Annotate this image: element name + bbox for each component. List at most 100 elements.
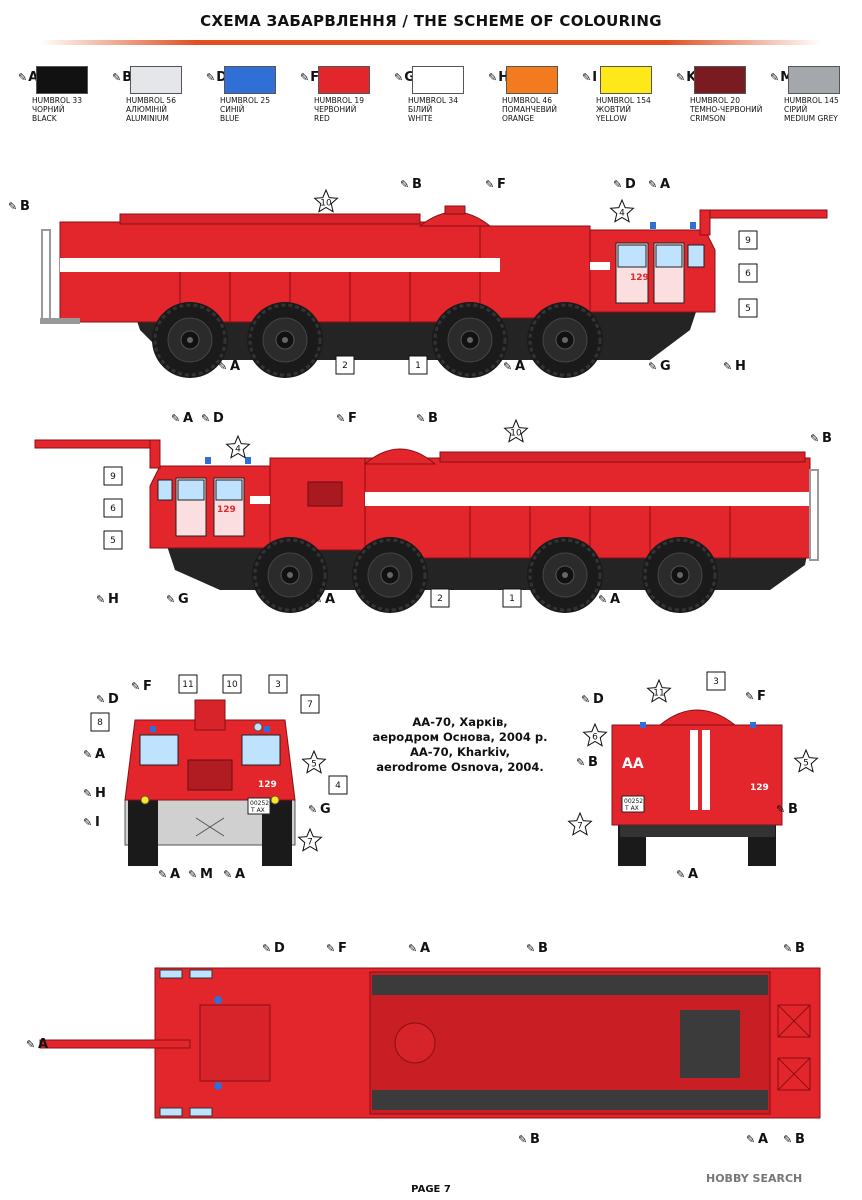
swatch-letter: F xyxy=(300,70,319,85)
pen-icon: ✎ xyxy=(408,942,417,955)
caption-line-2: аеродром Основа, 2004 р. xyxy=(372,730,548,744)
numbered-star: 7 xyxy=(297,827,323,852)
front-plate-bottom: Т АХ xyxy=(250,807,265,814)
callout-letter-g: G xyxy=(320,802,331,817)
paint-name-en: ORANGE xyxy=(502,114,535,123)
paint-code: HUMBROL 25 xyxy=(220,96,270,105)
callout-letter-m: M xyxy=(200,867,213,882)
pen-icon: ✎ xyxy=(416,412,425,425)
callout-number: 4 xyxy=(235,445,241,455)
numbered-box: 9 xyxy=(738,230,758,250)
pen-icon: ✎ xyxy=(783,1133,792,1146)
caption-line-3: AA-70, Kharkiv, xyxy=(410,745,510,759)
pen-icon: ✎ xyxy=(518,1133,527,1146)
numbered-star: 11 xyxy=(646,678,672,703)
callout-letter-a: A xyxy=(688,867,698,882)
pen-icon: ✎ xyxy=(223,868,232,881)
callout-number: 8 xyxy=(97,718,103,728)
callout-number: 5 xyxy=(311,760,317,770)
front-number: 129 xyxy=(258,780,277,790)
pen-icon: ✎ xyxy=(810,432,819,445)
callout-number: 10 xyxy=(226,680,238,690)
callout-letter-d: D xyxy=(625,177,636,192)
paint-name-en: CRIMSON xyxy=(690,114,726,123)
numbered-box: 5 xyxy=(738,298,758,318)
rear-number: 129 xyxy=(750,783,769,793)
paint-name-en: MEDIUM GREY xyxy=(784,114,838,123)
pen-icon: ✎ xyxy=(723,360,732,373)
numbered-box: 7 xyxy=(300,694,320,714)
paint-code: HUMBROL 154 xyxy=(596,96,651,105)
callout-letter-g: G xyxy=(660,359,671,374)
watermark: HOBBY SEARCH xyxy=(706,1172,803,1185)
numbered-box: 6 xyxy=(738,263,758,283)
callout-letter-b: B xyxy=(530,1132,540,1147)
callout-letter-b: B xyxy=(538,941,548,956)
callout-letter-f: F xyxy=(338,941,347,956)
callout-number: 10 xyxy=(510,429,522,439)
page-title: СХЕМА ЗАБАРВЛЕННЯ / THE SCHEME OF COLOUR… xyxy=(200,12,662,30)
numbered-star: 6 xyxy=(582,722,608,747)
callout-number: 7 xyxy=(307,700,313,710)
numbered-box: 5 xyxy=(103,530,123,550)
top-view xyxy=(39,967,821,1119)
numbered-box: 8 xyxy=(90,712,110,732)
numbered-star: 4 xyxy=(225,434,251,459)
callout-letter-a: A xyxy=(660,177,670,192)
callout-letter-b: B xyxy=(588,755,598,770)
colour-chip xyxy=(130,66,182,94)
callout-letter-a: A xyxy=(610,592,620,607)
callout-number: 5 xyxy=(803,759,809,769)
callout-letter-a: A xyxy=(515,359,525,374)
paint-code: HUMBROL 34 xyxy=(408,96,458,105)
side-view-right: 129 xyxy=(40,205,828,380)
callout-letters: ✎B✎B✎F✎D✎A✎A✎A✎G✎H✎A✎D✎F✎B✎B✎H✎G✎A✎A✎D✎F… xyxy=(8,177,832,1147)
numbered-box: 2 xyxy=(335,355,355,375)
pen-icon: ✎ xyxy=(83,748,92,761)
pen-icon: ✎ xyxy=(485,178,494,191)
numbered-star: 7 xyxy=(567,811,593,836)
callout-number: 2 xyxy=(342,361,348,371)
numbered-box: 3 xyxy=(268,674,288,694)
pen-icon: ✎ xyxy=(576,756,585,769)
paint-code: HUMBROL 19 xyxy=(314,96,364,105)
colour-chip xyxy=(36,66,88,94)
rear-plate-bottom: Т АХ xyxy=(624,805,639,812)
pen-icon: ✎ xyxy=(131,680,140,693)
colour-chip xyxy=(318,66,370,94)
callout-letter-f: F xyxy=(497,177,506,192)
callout-letter-a: A xyxy=(420,941,430,956)
callout-letter-b: B xyxy=(412,177,422,192)
callout-number: 2 xyxy=(437,594,443,604)
callout-number: 9 xyxy=(745,236,751,246)
numbered-box: 4 xyxy=(328,775,348,795)
pen-icon: ✎ xyxy=(503,360,512,373)
callout-letter-h: H xyxy=(95,786,106,801)
pen-icon: ✎ xyxy=(188,868,197,881)
paint-name-ua: СИНІЙ xyxy=(220,105,245,114)
pen-icon: ✎ xyxy=(581,693,590,706)
pen-icon: ✎ xyxy=(83,816,92,829)
swatch-letter: K xyxy=(676,70,696,85)
callout-number: 5 xyxy=(110,536,116,546)
callout-letter-f: F xyxy=(757,689,766,704)
colour-chip xyxy=(788,66,840,94)
pen-icon: ✎ xyxy=(83,787,92,800)
pen-icon: ✎ xyxy=(746,1133,755,1146)
paint-code: HUMBROL 46 xyxy=(502,96,552,105)
pen-icon: ✎ xyxy=(598,593,607,606)
colour-chip xyxy=(600,66,652,94)
numbered-box: 6 xyxy=(103,498,123,518)
callout-number: 6 xyxy=(592,733,598,743)
numbered-star: 10 xyxy=(503,418,529,443)
colour-chip xyxy=(694,66,746,94)
page-number: PAGE 7 xyxy=(411,1184,451,1195)
numbered-box: 1 xyxy=(502,588,522,608)
pen-icon: ✎ xyxy=(8,200,17,213)
numbered-star: 10 xyxy=(313,188,339,213)
front-plate-top: 00252 xyxy=(250,800,269,807)
paint-code: HUMBROL 20 xyxy=(690,96,740,105)
